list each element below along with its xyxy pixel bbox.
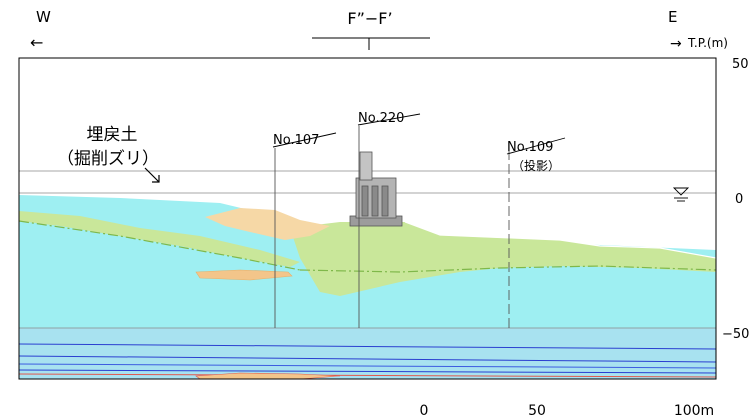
elevation-tick-minus-50: −50 [722, 327, 749, 342]
borehole-107-label-underline [272, 132, 337, 148]
west-arrow: ← [30, 33, 43, 52]
scale-label-100m: 100m [674, 403, 714, 419]
surface-line-right [404, 221, 716, 259]
section-frame [18, 57, 717, 380]
backfill-arrow-icon [144, 167, 160, 183]
east-label: E [668, 8, 677, 26]
backfill-label-line2: （掘削ズリ） [57, 149, 159, 169]
borehole-109-note: （投影） [512, 158, 560, 173]
upper-green-layer [290, 222, 716, 296]
west-label: W [36, 8, 51, 26]
fill-soil-layer [205, 208, 330, 240]
backfill-label-line1: 埋戻土 [87, 125, 138, 145]
left-green-band [19, 211, 300, 267]
layer-boundaries [19, 220, 716, 273]
scale-label-0: 0 [420, 403, 429, 419]
elevation-unit: T.P.(m) [687, 36, 728, 50]
east-arrow: → [670, 36, 682, 52]
water-level-icon [672, 187, 690, 202]
borehole-220-label-underline [357, 113, 421, 126]
elevation-tick-0: 0 [735, 192, 743, 207]
deep-beds [19, 343, 716, 378]
section-title: F”−F’ [347, 9, 392, 28]
scale-label-50: 50 [528, 403, 546, 419]
elevation-tick-50: 50 [732, 57, 749, 72]
borehole-109-label-underline [506, 137, 566, 155]
deep-lens [195, 372, 341, 379]
orange-lens [195, 269, 293, 281]
strata-group [19, 58, 716, 379]
borehole-220-label: No.220 [358, 111, 404, 126]
structure [349, 151, 403, 227]
